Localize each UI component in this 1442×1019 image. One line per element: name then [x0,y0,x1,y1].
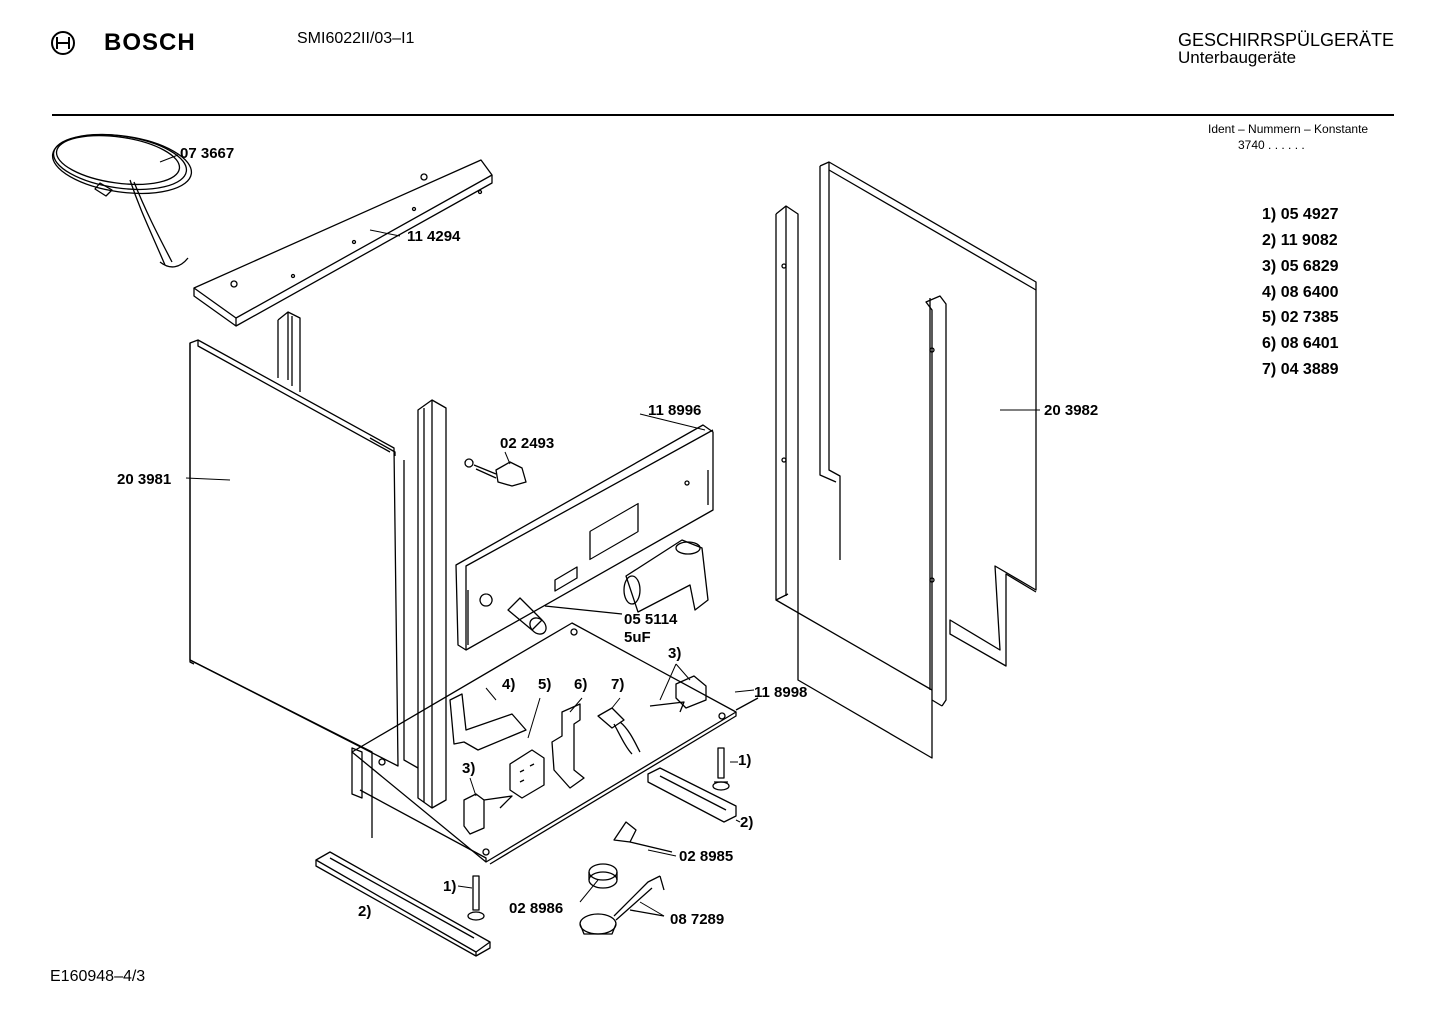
label-028986: 02 8986 [509,900,564,917]
float-disc [588,863,618,889]
foot-rail-left [315,851,491,957]
legend-row: 2) 11 9082 [1262,232,1338,249]
header-rule [52,114,1394,116]
label-087289: 08 7289 [670,911,725,928]
label-side-right: 20 3982 [1044,402,1099,419]
legend-row: 4) 08 6400 [1262,284,1339,301]
left-side-panel [189,339,399,838]
capacitor [507,597,623,635]
label-capacitor-value: 5uF [624,629,651,646]
callout-5: 5) [538,676,552,693]
capacitor-7 [597,707,641,755]
ident-value: 3740 . . . . . . [1238,138,1305,152]
legend-row: 6) 08 6401 [1262,335,1339,352]
callout-1-right: 1) [738,752,752,769]
label-028985: 02 8985 [679,848,734,865]
clip-3-right [649,675,707,713]
clip-3-left [463,793,513,835]
label-base-plate: 11 8998 [754,684,808,701]
right-frame [775,205,947,759]
inlet-pipe [623,539,709,613]
switch-bracket-4 [449,693,527,751]
screw-right [712,747,730,791]
legend-row: 1) 05 4927 [1262,206,1339,223]
screw-left [467,875,485,921]
base-plate [351,622,759,865]
bosch-logo-icon [50,30,76,61]
label-front-panel: 11 8996 [648,402,702,419]
legend-row: 3) 05 6829 [1262,258,1339,275]
callout-6: 6) [574,676,588,693]
callout-4: 4) [502,676,516,693]
bracket-6 [551,703,585,789]
legend-row: 5) 02 7385 [1262,309,1339,326]
label-cable: 07 3667 [180,145,235,162]
terminal-block-5 [509,749,545,799]
label-top-strip: 11 4294 [407,228,461,245]
drawing-id: E160948–4/3 [50,968,146,985]
foot-rail-right [647,767,737,823]
callout-2-right: 2) [740,814,754,831]
float-housing [579,875,665,935]
callout-3-left: 3) [462,760,476,777]
clip-part [464,458,527,487]
category-subtitle: Unterbaugeräte [1178,48,1297,67]
model-number: SMI6022II/03–I1 [297,30,415,47]
ident-label: Ident – Nummern – Konstante [1208,122,1369,136]
legend-row: 7) 04 3889 [1262,361,1339,378]
callout-7: 7) [611,676,625,693]
right-side-panel [819,161,1037,667]
brand-name: BOSCH [104,29,196,56]
label-capacitor: 05 5114 [624,611,678,628]
front-control-panel [455,424,714,651]
callout-1-left: 1) [443,878,457,895]
label-clip: 02 2493 [500,435,555,452]
callout-3-right: 3) [668,645,682,662]
power-cable [51,133,193,268]
left-rail [277,311,447,809]
top-strip [193,159,493,327]
label-side-left: 20 3981 [117,471,172,488]
callout-2-left: 2) [358,903,372,920]
float-switch [613,821,673,853]
leader-lines [159,154,1040,917]
category-title: GESCHIRRSPÜLGERÄTE [1178,30,1395,50]
